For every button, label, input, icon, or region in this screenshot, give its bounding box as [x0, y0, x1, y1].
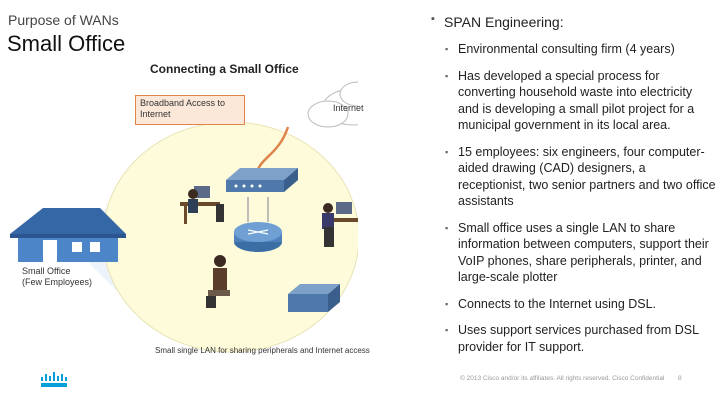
list-item: ▪ Small office uses a single LAN to share… — [431, 220, 716, 286]
workstation-icon — [322, 202, 358, 247]
bullet-list: SPAN Engineering: ▪ Environmental consult… — [431, 13, 716, 365]
bullet-dot-icon: ▪ — [445, 146, 449, 157]
small-office-house-icon — [10, 208, 126, 262]
list-item-text: Environmental consulting firm (4 years) — [458, 42, 675, 56]
internet-label: Internet — [333, 103, 364, 113]
figure-title: Connecting a Small Office — [150, 62, 299, 76]
switch-icon — [226, 168, 298, 192]
list-item: ▪ Environmental consulting firm (4 years) — [431, 41, 716, 58]
house-label-line2: (Few Employees) — [22, 277, 93, 287]
bullet-dot-icon: ▪ — [445, 325, 449, 335]
printer-icon — [288, 284, 340, 312]
bullet-dot-icon: ▪ — [445, 70, 449, 81]
list-item: ▪ Connects to the Internet using DSL. — [431, 296, 716, 313]
page-number: 8 — [678, 375, 682, 382]
bullet-dot-icon: ▪ — [445, 298, 449, 309]
figure-caption: Small single LAN for sharing peripherals… — [155, 346, 370, 355]
bullet-dot-icon: ▪ — [445, 222, 449, 233]
lan-circle — [102, 121, 358, 353]
list-item-text: 15 employees: six engineers, four comput… — [458, 144, 716, 209]
bullet-dot-icon: ▪ — [445, 44, 449, 54]
list-item: ▪ Has developed a special process for con… — [431, 68, 716, 134]
router-icon — [234, 197, 282, 252]
list-item-text: Has developed a special process for conv… — [458, 68, 695, 133]
list-item-text: Connects to the Internet using DSL. — [458, 296, 657, 311]
list-item-text: Small office uses a single LAN to share … — [458, 220, 709, 285]
list-item: ▪ 15 employees: six engineers, four compu… — [431, 144, 716, 210]
list-item-text: Uses support services purchased from DSL… — [458, 323, 699, 354]
cisco-logo-icon — [41, 372, 67, 387]
copyright-footer: © 2013 Cisco and/or its affiliates. All … — [460, 375, 665, 382]
house-label-line1: Small Office — [22, 266, 71, 276]
house-label: Small Office (Few Employees) — [22, 266, 92, 288]
page-title: Small Office — [7, 31, 126, 56]
main-bullet: SPAN Engineering: — [431, 13, 716, 30]
list-item: ▪ Uses support services purchased from DS… — [431, 322, 716, 355]
person-icon — [206, 255, 230, 308]
broadband-callout: Broadband Access to Internet — [135, 95, 245, 125]
internet-cloud-icon — [307, 81, 358, 128]
section-heading: Purpose of WANs — [8, 12, 119, 28]
workstation-icon — [180, 186, 224, 224]
